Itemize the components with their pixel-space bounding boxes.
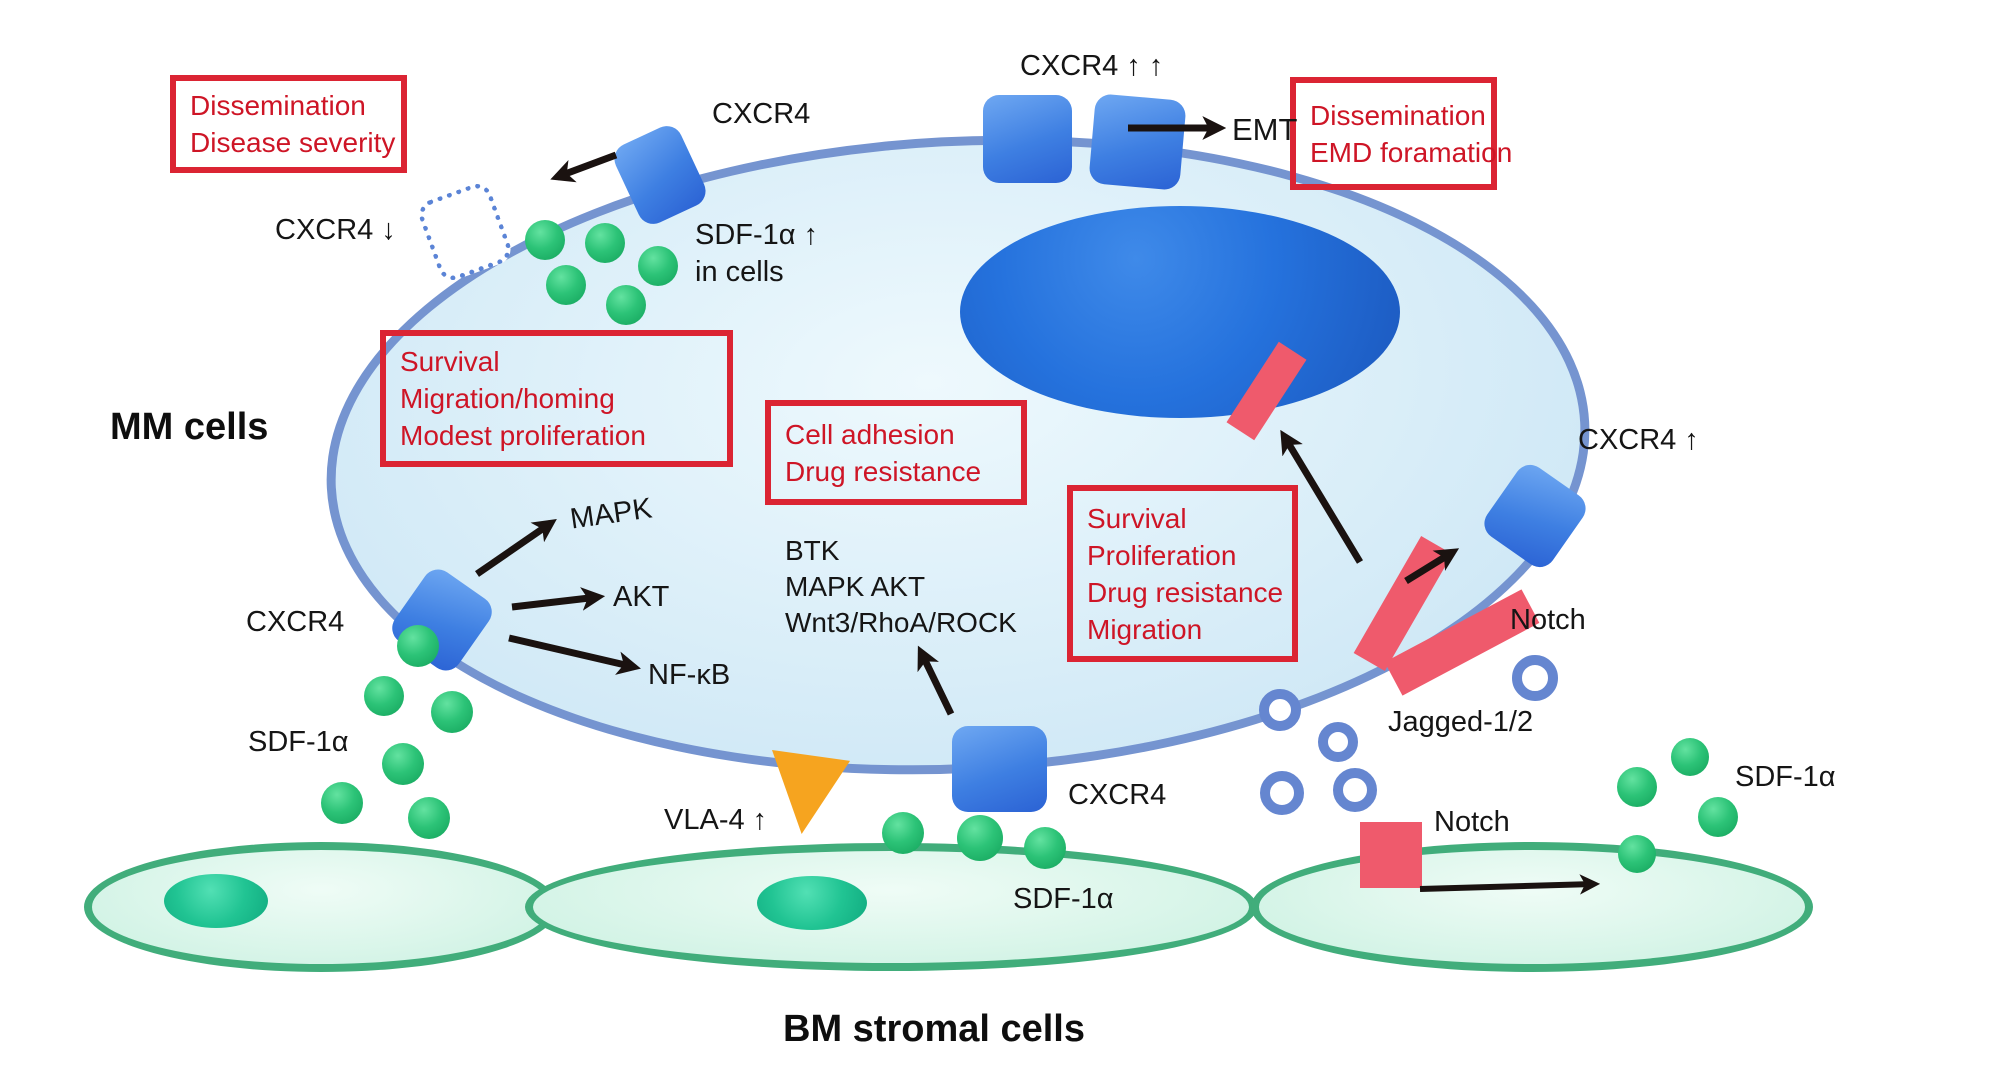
- outcome-box-dissemination-left: Dissemination Disease severity: [170, 75, 407, 173]
- kinase-list: BTK MAPK AKT Wnt3/RhoA/ROCK: [785, 533, 1017, 641]
- cxcr4-bottom-label: CXCR4: [1068, 779, 1167, 811]
- nfkb-label: NF-κB: [648, 659, 731, 691]
- sdf1a-molecule-icon: [546, 265, 586, 305]
- sdf1a-molecule-icon: [1024, 827, 1066, 869]
- bm-stromal-cells-label: BM stromal cells: [783, 1008, 1085, 1050]
- sdf1a-molecule-icon: [364, 676, 404, 716]
- vla4-integrin-icon: [772, 750, 850, 834]
- in-cells-label: in cells: [695, 256, 784, 288]
- wnt-rhoa-rock-label: Wnt3/RhoA/ROCK: [785, 607, 1017, 638]
- mapk-akt-label: MAPK AKT: [785, 571, 926, 602]
- sdf1a-molecule-icon: [1671, 738, 1709, 776]
- outcome-line: Cell adhesion: [785, 418, 955, 450]
- jagged-ligand-icon: [1333, 768, 1377, 812]
- sdf1a-up-label: SDF-1α ↑: [695, 219, 819, 251]
- cxcr4-receptor-icon: [952, 726, 1047, 812]
- stromal-nucleus-icon: [757, 876, 867, 930]
- outcome-line: Dissemination: [1310, 99, 1486, 131]
- bm-stromal-cell-right: [1251, 842, 1813, 972]
- mm-cell-nucleus: [960, 206, 1400, 418]
- sdf1a-molecule-icon: [638, 246, 678, 286]
- cxcr4-up-right-label: CXCR4 ↑: [1578, 424, 1699, 456]
- outcome-line: Drug resistance: [785, 455, 982, 487]
- jagged-ligand-icon: [1318, 722, 1358, 762]
- outcome-box-adhesion: Cell adhesion Drug resistance: [765, 400, 1027, 505]
- cxcr4-left-label: CXCR4: [246, 606, 345, 638]
- sdf1a-molecule-icon: [1617, 767, 1657, 807]
- outcome-line: Drug resistance: [1087, 576, 1284, 608]
- bm-stromal-cell-left: [84, 842, 558, 972]
- outcome-box-survival-right: Survival Proliferation Drug resistance M…: [1067, 485, 1298, 662]
- jagged-label: Jagged-1/2: [1388, 706, 1534, 738]
- sdf1a-molecule-icon: [431, 691, 473, 733]
- jagged-ligand-icon: [1260, 771, 1304, 815]
- stromal-nucleus-icon: [164, 874, 268, 928]
- notch-stromal-label: Notch: [1434, 806, 1510, 838]
- sdf1a-molecule-icon: [606, 285, 646, 325]
- arrow-receptor-shedding: [550, 151, 618, 183]
- sdf1a-right-label: SDF-1α: [1735, 761, 1836, 793]
- jagged-ligand-icon: [1259, 689, 1301, 731]
- sdf1a-left-label: SDF-1α: [248, 726, 349, 758]
- cxcr4-receptor-icon: [983, 95, 1072, 183]
- sdf1a-molecule-icon: [321, 782, 363, 824]
- outcome-line: EMD foramation: [1310, 136, 1513, 168]
- akt-label: AKT: [613, 581, 670, 613]
- sdf1a-molecule-icon: [397, 625, 439, 667]
- sdf1a-molecule-icon: [1698, 797, 1738, 837]
- outcome-line: Proliferation: [1087, 539, 1237, 571]
- btk-label: BTK: [785, 535, 840, 566]
- notch-stromal-icon: [1360, 822, 1422, 888]
- jagged-ligand-icon: [1512, 655, 1558, 701]
- sdf1a-molecule-icon: [957, 815, 1003, 861]
- notch-label: Notch: [1510, 604, 1586, 636]
- cxcr4-down-label: CXCR4 ↓: [275, 214, 396, 246]
- outcome-line: Disease severity: [190, 127, 396, 158]
- outcome-line: Migration: [1087, 613, 1203, 645]
- outcome-line: Modest proliferation: [400, 420, 646, 451]
- sdf1a-molecule-icon: [1618, 835, 1656, 873]
- cxcr4-receptor-icon: [1088, 93, 1187, 191]
- outcome-line: Dissemination: [190, 90, 366, 121]
- outcome-line: Survival: [1087, 502, 1187, 534]
- cxcr4-top-label: CXCR4: [712, 98, 811, 130]
- emt-label: EMT: [1232, 112, 1298, 147]
- outcome-line: Survival: [400, 346, 500, 377]
- cxcr4-double-up-label: CXCR4 ↑ ↑: [1020, 50, 1164, 82]
- sdf1a-molecule-icon: [408, 797, 450, 839]
- mm-cells-label: MM cells: [110, 406, 269, 448]
- outcome-box-survival-left: Survival Migration/homing Modest prolife…: [380, 330, 733, 467]
- bm-stromal-cell-middle: [525, 843, 1257, 971]
- sdf1a-molecule-icon: [525, 220, 565, 260]
- sdf1a-stromal-label: SDF-1α: [1013, 883, 1114, 915]
- vla4-label: VLA-4 ↑: [664, 804, 768, 836]
- outcome-line: Migration/homing: [400, 383, 615, 414]
- sdf1a-molecule-icon: [382, 743, 424, 785]
- outcome-box-dissemination-right: Dissemination EMD foramation: [1290, 77, 1513, 190]
- sdf1a-molecule-icon: [882, 812, 924, 854]
- sdf1a-molecule-icon: [585, 223, 625, 263]
